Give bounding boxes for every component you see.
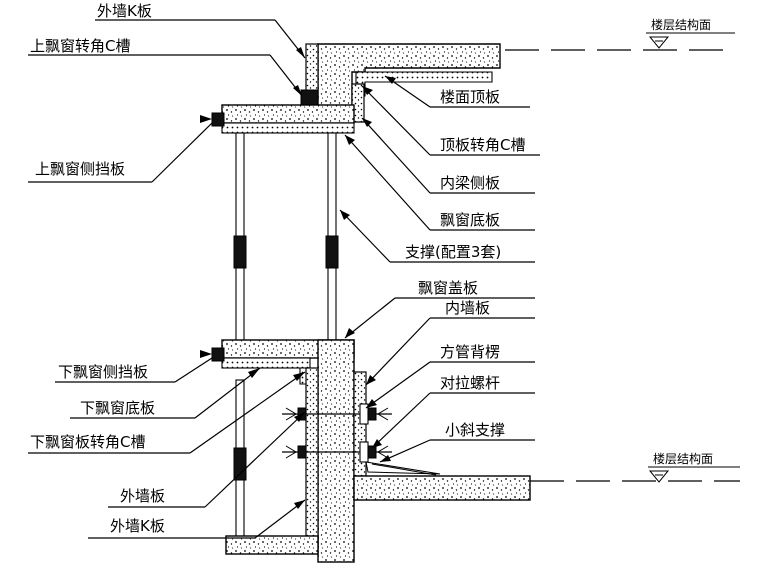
outer-wall-board-shape bbox=[305, 367, 319, 547]
upper-bay-window-bottom bbox=[200, 104, 355, 134]
label-tie-bolt: 对拉螺杆 bbox=[371, 374, 535, 449]
lower-slab-concrete bbox=[353, 475, 531, 501]
label-outer-k-board-bottom: 外墙K板 bbox=[88, 499, 306, 539]
svg-text:外墙K板: 外墙K板 bbox=[110, 517, 165, 535]
svg-text:楼面顶板: 楼面顶板 bbox=[440, 88, 500, 106]
svg-text:下飘窗侧挡板: 下飘窗侧挡板 bbox=[58, 363, 148, 381]
label-lower-bay-corner-c-groove: 下飘窗板转角C槽 bbox=[28, 371, 306, 454]
label-inner-wall-board: 内墙板 bbox=[365, 299, 535, 386]
svg-text:对拉螺杆: 对拉螺杆 bbox=[440, 374, 500, 392]
upper-bay-side-board-shape bbox=[211, 112, 225, 127]
label-upper-bay-side-board: 上飘窗侧挡板 bbox=[28, 122, 213, 183]
label-floor-top-board: 楼面顶板 bbox=[384, 75, 530, 108]
svg-text:小斜支撑: 小斜支撑 bbox=[445, 421, 505, 439]
lower-level-label: 楼层结构面 bbox=[653, 451, 713, 466]
upper-level-label: 楼层结构面 bbox=[651, 17, 711, 32]
lower-bay-side-board-shape bbox=[211, 347, 225, 362]
svg-text:顶板转角C槽: 顶板转角C槽 bbox=[440, 136, 525, 154]
label-bay-window-bottom-board-upper: 飘窗底板 bbox=[344, 134, 535, 231]
label-top-board-corner-c-groove: 顶板转角C槽 bbox=[361, 85, 540, 156]
label-bay-window-cover-board: 飘窗盖板 bbox=[344, 279, 535, 339]
label-lower-bay-side-board: 下飘窗侧挡板 bbox=[55, 357, 213, 383]
supports bbox=[233, 132, 339, 541]
upper-bay-corner-c-groove-shape bbox=[300, 89, 319, 107]
label-small-diagonal-brace: 小斜支撑 bbox=[379, 421, 535, 463]
bottom-slab-concrete bbox=[225, 535, 319, 555]
leader-arrowheads bbox=[248, 47, 396, 509]
upper-level-line: 楼层结构面 bbox=[505, 17, 735, 51]
svg-text:外墙板: 外墙板 bbox=[120, 487, 165, 505]
svg-text:下飘窗底板: 下飘窗底板 bbox=[80, 399, 155, 417]
label-outer-k-board-top: 外墙K板 bbox=[95, 2, 306, 59]
svg-text:外墙K板: 外墙K板 bbox=[97, 2, 152, 20]
svg-text:内墙板: 内墙板 bbox=[445, 299, 490, 317]
svg-text:上飘窗侧挡板: 上飘窗侧挡板 bbox=[35, 160, 125, 178]
label-support: 支撑(配置3套) bbox=[339, 209, 535, 263]
svg-text:支撑(配置3套): 支撑(配置3套) bbox=[405, 243, 501, 261]
lower-level-line: 楼层结构面 bbox=[530, 451, 740, 483]
label-outer-wall-board: 外墙板 bbox=[108, 411, 306, 508]
svg-text:上飘窗转角C槽: 上飘窗转角C槽 bbox=[30, 37, 130, 55]
label-square-tube-backing: 方管背楞 bbox=[365, 343, 535, 409]
svg-text:下飘窗板转角C槽: 下飘窗板转角C槽 bbox=[30, 433, 145, 451]
label-lower-bay-bottom-board: 下飘窗底板 bbox=[70, 367, 261, 419]
svg-text:内梁侧板: 内梁侧板 bbox=[440, 174, 500, 192]
svg-text:飘窗底板: 飘窗底板 bbox=[440, 211, 500, 229]
svg-text:飘窗盖板: 飘窗盖板 bbox=[418, 279, 478, 297]
label-inner-beam-side-board: 内梁侧板 bbox=[361, 117, 535, 194]
svg-text:方管背楞: 方管背楞 bbox=[440, 343, 500, 361]
small-diagonal-brace-shape bbox=[365, 461, 441, 476]
label-upper-bay-corner-c-groove: 上飘窗转角C槽 bbox=[28, 37, 303, 97]
